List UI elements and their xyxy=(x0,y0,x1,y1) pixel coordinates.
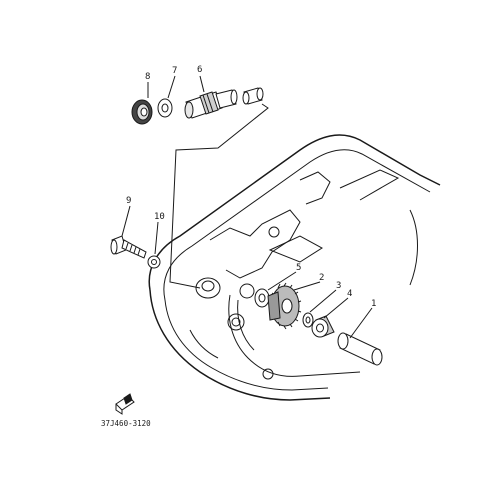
part-6-bushing xyxy=(242,87,264,105)
callout-3: 3 xyxy=(336,281,341,291)
part-3-washer xyxy=(302,312,314,328)
part-9-bolt xyxy=(110,235,147,259)
callout-4: 4 xyxy=(347,289,352,299)
part-5-washer xyxy=(254,288,270,308)
crankcase-outline xyxy=(148,134,441,401)
callout-6: 6 xyxy=(197,65,202,75)
part-6-drive-gear-shaft xyxy=(184,89,238,119)
callout-10: 10 xyxy=(154,212,165,222)
part-8-oil-seal xyxy=(131,99,153,125)
leader-lines xyxy=(121,75,373,339)
diagram-code: 37J460-3120 xyxy=(101,419,151,428)
callout-8: 8 xyxy=(145,72,150,82)
part-10-washer xyxy=(147,255,161,269)
part-2-gear xyxy=(267,282,302,330)
callout-labels: 8 7 6 9 10 5 2 3 4 1 xyxy=(126,65,376,309)
part-4-bushing xyxy=(311,315,335,338)
part-7-washer xyxy=(157,98,173,118)
callout-2: 2 xyxy=(319,273,324,283)
front-direction-icon xyxy=(115,393,135,415)
callout-7: 7 xyxy=(172,66,177,76)
part-1-shaft xyxy=(337,332,383,366)
callout-1: 1 xyxy=(371,299,376,309)
callout-9: 9 xyxy=(126,196,131,206)
mounting-boss xyxy=(195,277,221,299)
callout-5: 5 xyxy=(296,263,301,273)
